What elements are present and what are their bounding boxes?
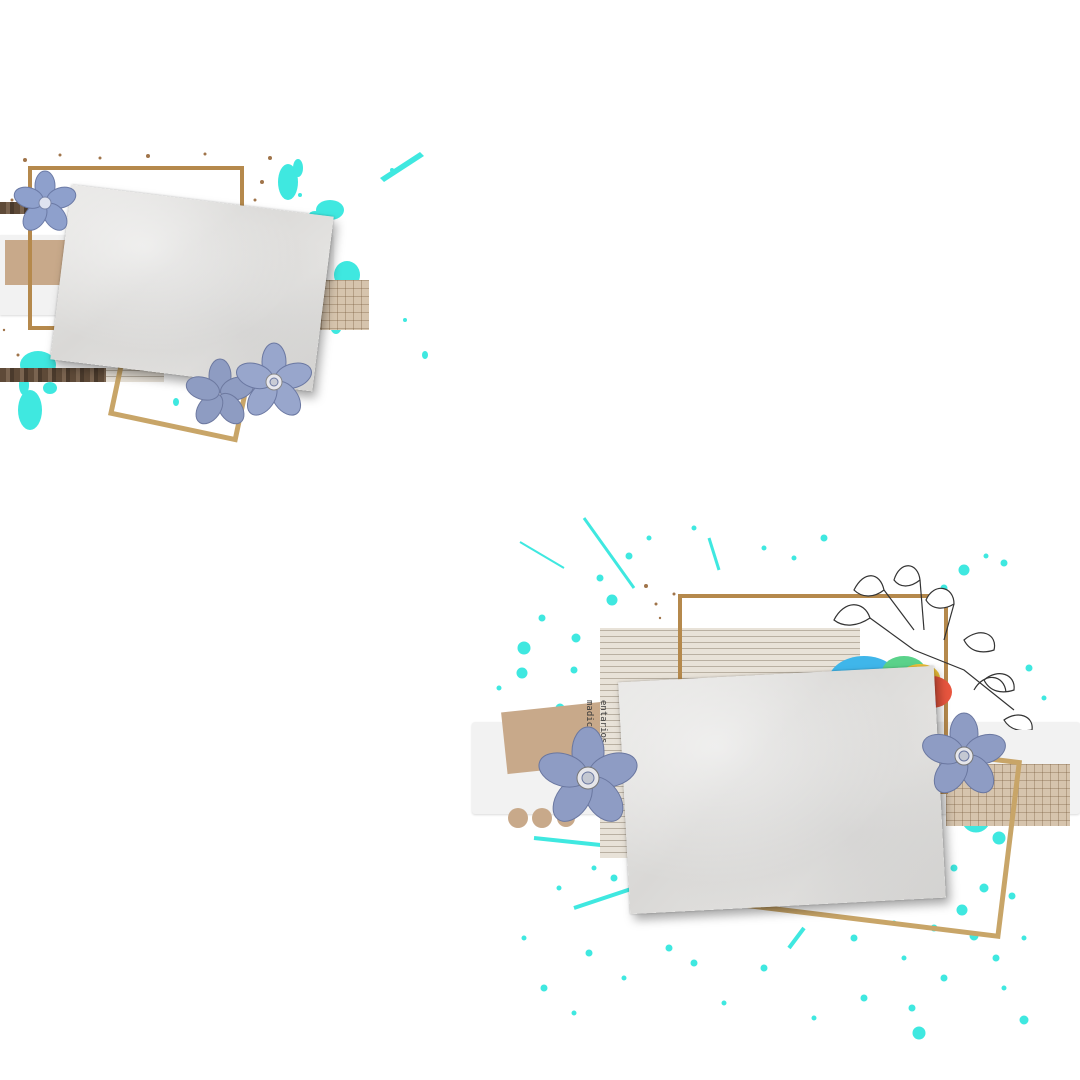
small-scrapbook-cluster bbox=[0, 140, 440, 460]
blue-flower bbox=[538, 726, 638, 822]
photo-mat bbox=[618, 665, 946, 915]
blue-flower bbox=[13, 170, 77, 231]
dark-washi-strip bbox=[0, 368, 106, 382]
blue-flower bbox=[185, 358, 255, 425]
blue-flower bbox=[236, 342, 312, 416]
blue-flower bbox=[922, 712, 1006, 794]
large-scrapbook-cluster: madicat entarios bbox=[464, 508, 1080, 1068]
line-art-leaves bbox=[833, 565, 1033, 730]
